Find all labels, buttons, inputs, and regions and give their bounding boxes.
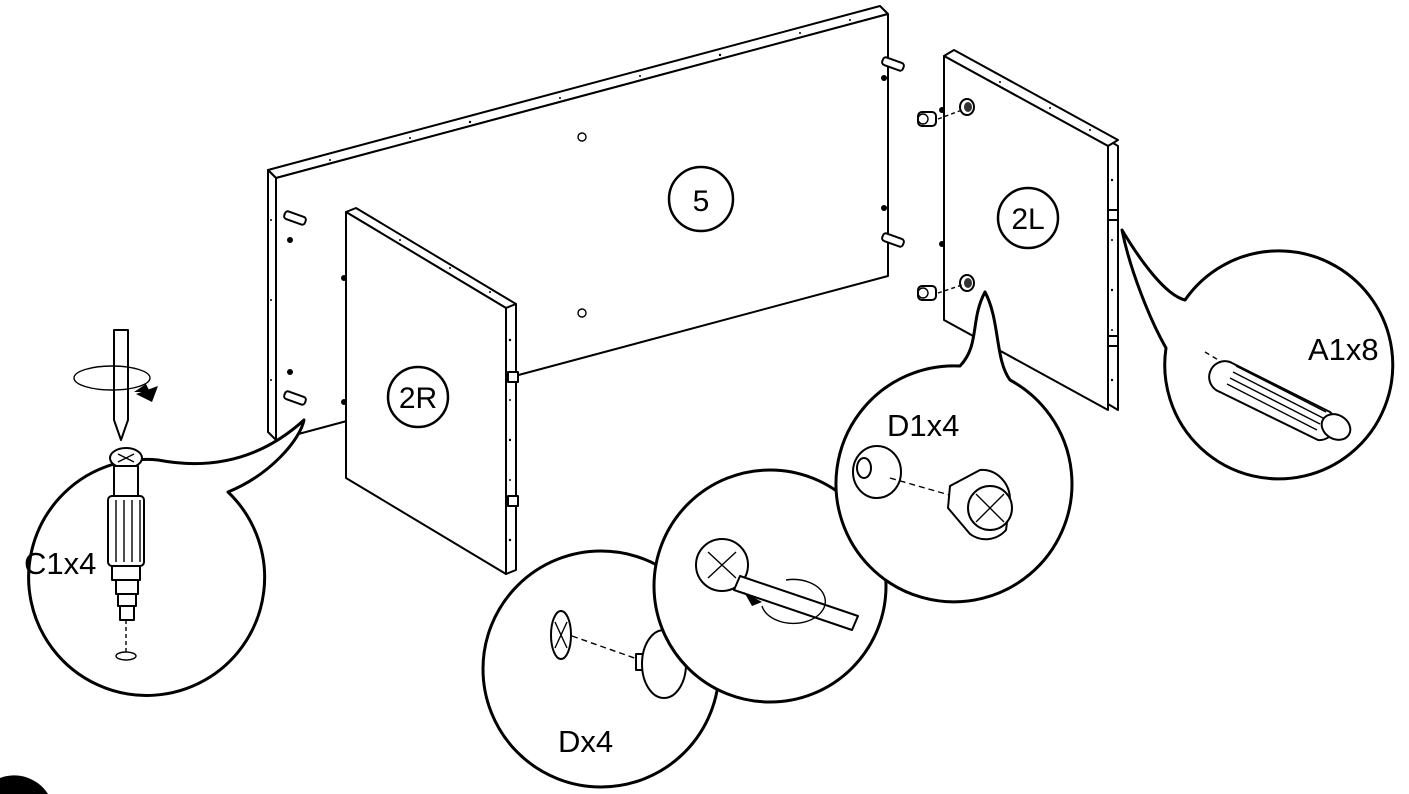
cam-lock-icon [852,445,1013,541]
back-panel-dowels [283,56,905,406]
part-number-2l: 2L [1011,203,1044,236]
dowel-icon [1204,351,1352,442]
screwdriver-icon [73,329,158,441]
callout-label-cam-lock: D1x4 [887,408,959,443]
callout-label-cam-bolt: C1x4 [24,546,96,581]
callout-label-dowel: A1x8 [1308,332,1379,367]
callout-cam-turn [652,468,888,704]
part-number-5: 5 [693,185,710,218]
part-badge-5 [667,165,735,233]
cam-turn-icon [695,538,859,631]
part-badge-2r [386,365,450,429]
callout-cam-lock: D1x4 [834,290,1074,604]
callout-dowel: A1x8 [1120,228,1395,481]
right-panel-2r: 2R [341,207,519,575]
callout-label-cap: Dx4 [558,724,613,759]
left-panel-2l: 2L [917,49,1119,411]
callout-cam-bolt: C1x4 [24,329,306,697]
part-badge-2l [996,186,1060,250]
step-badge-corner [0,775,48,794]
cam-bolt-icon [107,447,145,661]
part-number-2r: 2R [399,382,437,415]
